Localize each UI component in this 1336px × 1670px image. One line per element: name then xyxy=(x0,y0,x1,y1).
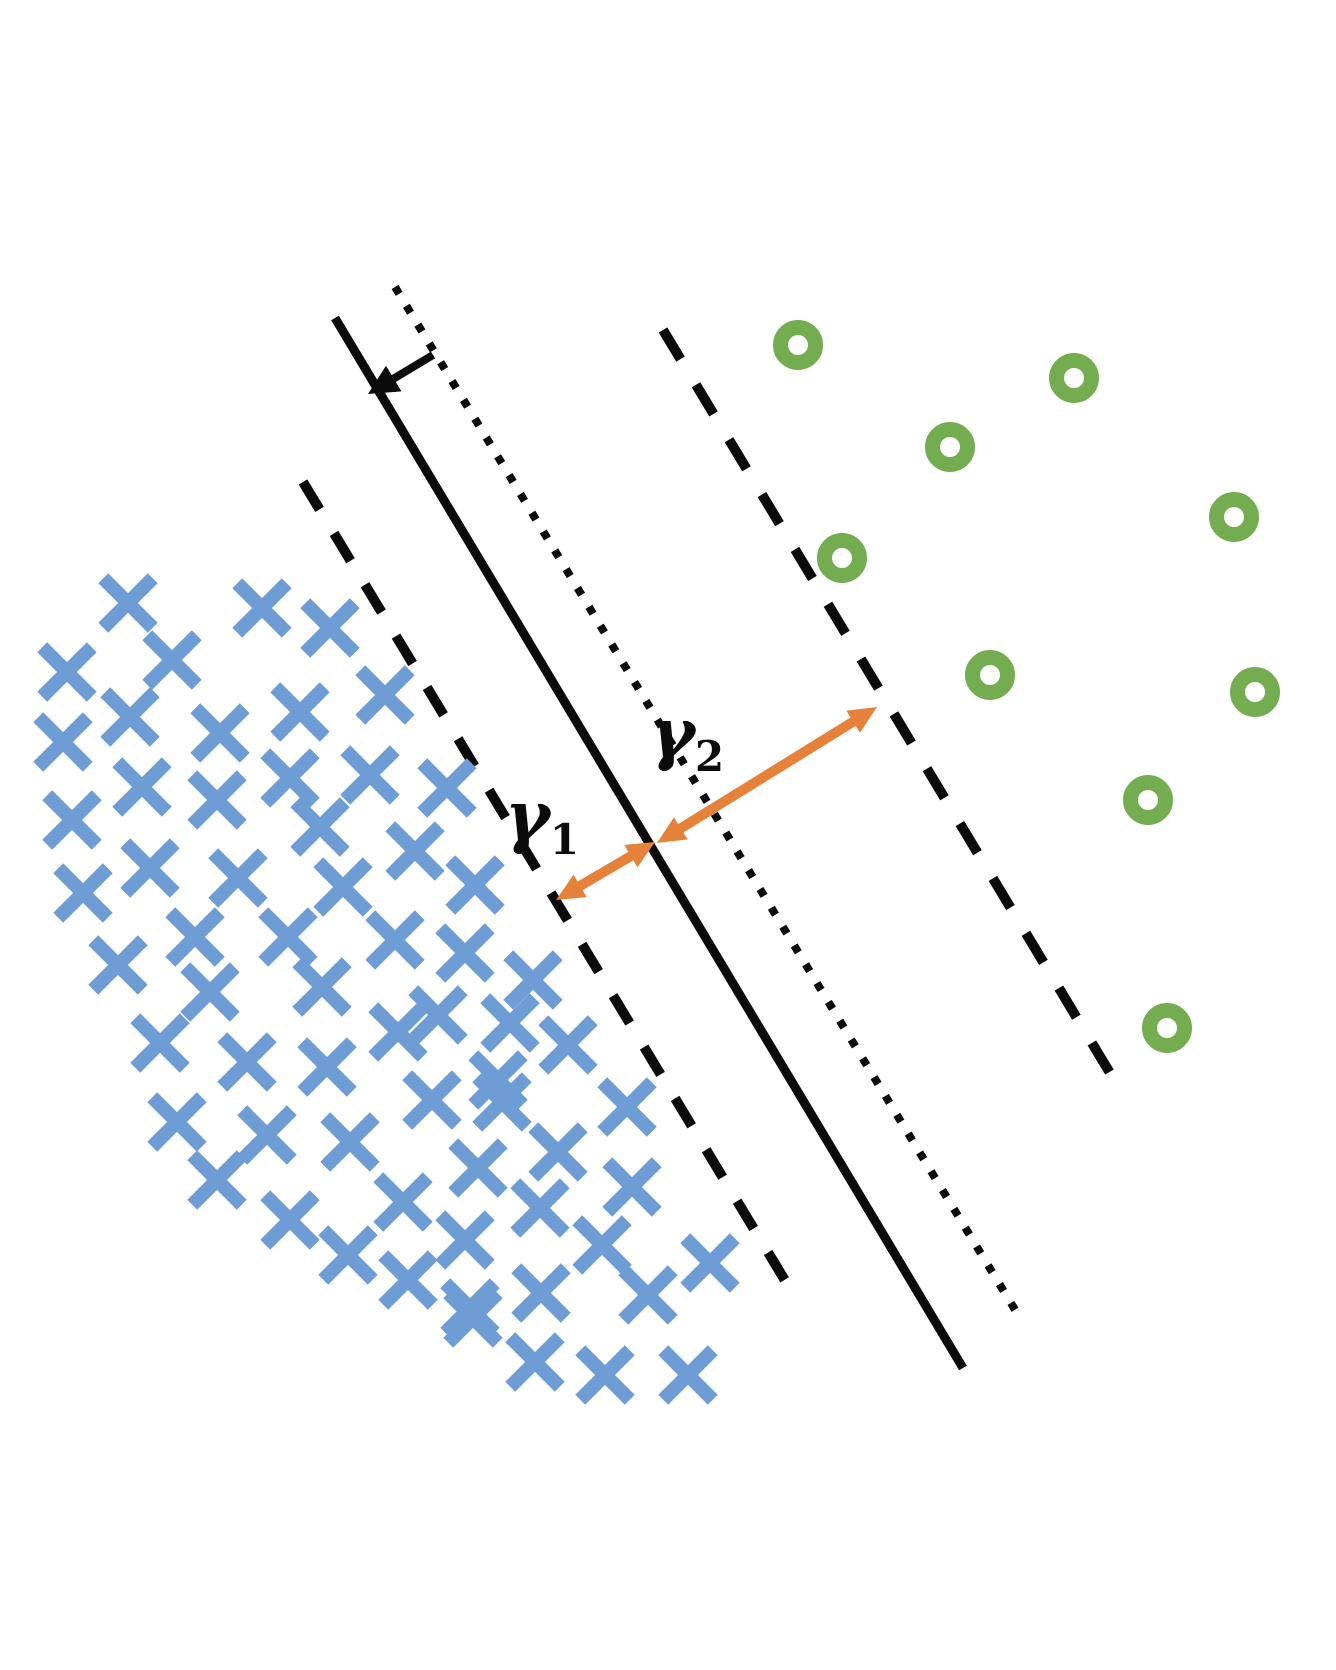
negative-class-x-marker xyxy=(258,907,318,967)
negative-class-x-marker xyxy=(480,993,540,1053)
negative-class-x-marker xyxy=(237,1105,297,1165)
negative-class-x-marker xyxy=(270,682,330,742)
alternative-boundary-dotted-line xyxy=(391,284,1024,1321)
negative-class-x-marker xyxy=(142,630,202,690)
positive-class-ring-marker xyxy=(925,422,975,472)
positive-class-ring-marker xyxy=(1123,775,1173,825)
boundary-shift-arrow-head xyxy=(368,365,402,394)
boundary-shift-arrow xyxy=(368,351,436,394)
negative-class-x-marker xyxy=(120,838,180,898)
negative-class-x-marker xyxy=(505,1332,565,1392)
gamma1-label: γ1 xyxy=(505,777,579,864)
negative-class-x-marker xyxy=(378,1250,438,1310)
positive-class-ring-marker xyxy=(773,320,823,370)
negative-class-x-marker xyxy=(260,1190,320,1250)
negative-class-x-marker xyxy=(130,1013,190,1073)
positive-class-ring-marker xyxy=(817,533,867,583)
positive-class-ring-marker xyxy=(1230,667,1280,717)
gamma2-symbol: γ xyxy=(650,694,698,774)
negative-class-x-marker xyxy=(100,687,160,747)
negative-class-x-marker xyxy=(448,1138,508,1198)
negative-class-x-marker xyxy=(538,1015,598,1075)
gamma2-margin-arrow xyxy=(657,707,877,843)
boundary-lines xyxy=(298,284,1118,1371)
negative-class-x-marker xyxy=(435,1210,495,1270)
negative-class-x-marker xyxy=(297,1037,357,1097)
negative-class-x-marker xyxy=(187,1150,247,1210)
negative-class-x-marker xyxy=(260,748,320,808)
negative-class-x-marker xyxy=(355,665,415,725)
positive-margin-dashed-line xyxy=(658,327,1118,1081)
negative-class-x-marker xyxy=(417,758,477,818)
gamma2-label: γ2 xyxy=(650,694,724,781)
negative-class-x-marker xyxy=(112,757,172,817)
positive-class-ring-marker xyxy=(1049,353,1099,403)
gamma2-subscript: 2 xyxy=(695,732,724,781)
negative-class-points xyxy=(33,573,740,1405)
negative-class-x-marker xyxy=(290,797,350,857)
negative-class-x-marker xyxy=(208,848,268,908)
negative-class-x-marker xyxy=(572,1215,632,1275)
negative-class-x-marker xyxy=(575,1345,635,1405)
negative-class-x-marker xyxy=(597,1077,657,1137)
negative-class-x-marker xyxy=(42,790,102,850)
negative-class-x-marker xyxy=(190,703,250,763)
negative-class-x-marker xyxy=(318,1225,378,1285)
negative-class-x-marker xyxy=(368,1002,428,1062)
negative-class-x-marker xyxy=(187,770,247,830)
negative-class-x-marker xyxy=(511,1263,571,1323)
negative-class-x-marker xyxy=(373,1172,433,1232)
negative-class-x-marker xyxy=(33,712,93,772)
positive-class-ring-marker xyxy=(1209,492,1259,542)
negative-class-x-marker xyxy=(313,857,373,917)
negative-class-x-marker xyxy=(528,1122,588,1182)
negative-class-x-marker xyxy=(472,1072,532,1132)
negative-class-x-marker xyxy=(300,598,360,658)
negative-class-x-marker xyxy=(180,962,240,1022)
negative-class-x-marker xyxy=(147,1092,207,1152)
negative-class-x-marker xyxy=(292,957,352,1017)
gamma1-subscript: 1 xyxy=(550,815,579,864)
negative-class-x-marker xyxy=(165,907,225,967)
margin-arrows xyxy=(368,351,877,900)
gamma1-margin-arrow-shaft xyxy=(571,848,640,894)
negative-margin-dashed-line xyxy=(298,479,800,1300)
negative-class-x-marker xyxy=(445,855,505,915)
negative-class-x-marker xyxy=(37,642,97,702)
negative-class-x-marker xyxy=(680,1233,740,1293)
negative-class-x-marker xyxy=(88,935,148,995)
negative-class-x-marker xyxy=(340,745,400,805)
negative-class-x-marker xyxy=(408,985,468,1045)
negative-class-x-marker xyxy=(365,910,425,970)
positive-class-ring-marker xyxy=(1142,1003,1192,1053)
positive-class-points xyxy=(773,320,1280,1053)
gamma1-margin-arrow-head xyxy=(556,874,587,900)
negative-class-x-marker xyxy=(503,950,563,1010)
gamma1-symbol: γ xyxy=(505,777,553,857)
gamma1-margin-arrow-head xyxy=(624,842,655,868)
negative-class-x-marker xyxy=(402,1070,462,1130)
negative-class-x-marker xyxy=(232,578,292,638)
positive-class-ring-marker xyxy=(965,650,1015,700)
negative-class-x-marker xyxy=(602,1157,662,1217)
negative-class-x-marker xyxy=(658,1345,718,1405)
gamma2-margin-arrow-head xyxy=(846,707,877,733)
negative-class-x-marker xyxy=(618,1265,678,1325)
negative-class-x-marker xyxy=(435,923,495,983)
negative-class-x-marker xyxy=(53,863,113,923)
negative-class-x-marker xyxy=(98,573,158,633)
negative-class-x-marker xyxy=(320,1112,380,1172)
boundary-shift-arrow-shaft xyxy=(385,351,436,386)
negative-class-x-marker xyxy=(217,1032,277,1092)
negative-class-x-marker xyxy=(385,821,445,881)
gamma2-margin-arrow-head xyxy=(657,817,688,843)
gamma2-margin-arrow-shaft xyxy=(672,713,862,837)
negative-class-x-marker xyxy=(510,1178,570,1238)
gamma1-margin-arrow xyxy=(556,842,655,900)
negative-class-x-marker xyxy=(440,1278,500,1338)
